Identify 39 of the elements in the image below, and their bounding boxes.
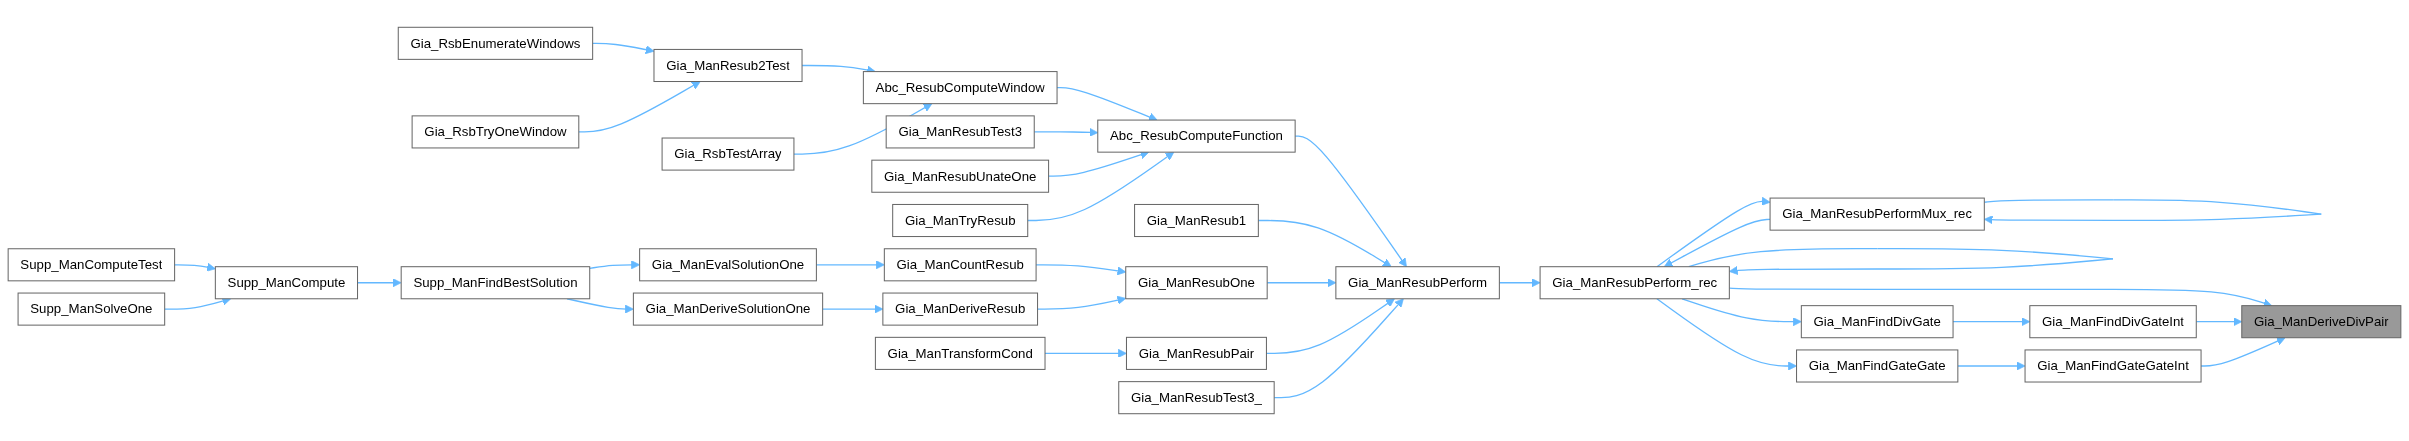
arrow xyxy=(1656,196,1771,268)
node-box: Gia_ManResubOne xyxy=(1125,266,1268,300)
node-box: Gia_ManResubTest3 xyxy=(885,115,1035,149)
node-box: Gia_ManFindDivGate xyxy=(1800,305,1954,339)
node-box: Abc_ResubComputeWindow xyxy=(862,71,1058,105)
node-box: Supp_ManCompute xyxy=(214,266,359,300)
node-box: Gia_ManResub2Test xyxy=(653,48,803,83)
node-box: Gia_ManResubUnateOne xyxy=(871,159,1050,193)
node-box: Gia_ManDeriveResub xyxy=(882,292,1039,326)
node-box: Gia_ManResubTest3_ xyxy=(1118,381,1275,415)
node-box: Gia_RsbTestArray xyxy=(661,137,795,171)
node-box: Gia_ManFindDivGateInt xyxy=(2029,305,2197,339)
arrow xyxy=(1957,361,2026,371)
node-box: Supp_ManFindBestSolution xyxy=(400,266,591,300)
node-box: Gia_ManTryResub xyxy=(892,203,1029,238)
node-box: Gia_ManFindGateGate xyxy=(1796,349,1959,383)
node-box: Supp_ManComputeTest xyxy=(7,248,176,282)
node-box: Gia_RsbEnumerateWindows xyxy=(397,26,594,60)
arrow xyxy=(592,42,655,55)
node-box: Gia_ManFindGateGateInt xyxy=(2024,349,2202,383)
node-box: Gia_ManResubPair xyxy=(1125,336,1267,370)
node-box: Gia_ManResubPerform xyxy=(1335,266,1500,300)
arrow xyxy=(1663,218,1771,268)
node-box: Gia_ManDeriveSolutionOne xyxy=(632,292,824,326)
node-box: Gia_ManDeriveDivPair xyxy=(2241,305,2402,339)
node-box: Gia_ManCountResub xyxy=(883,248,1037,282)
node-box: Gia_ManResubPerform_rec xyxy=(1539,266,1730,300)
node-box: Gia_RsbTryOneWindow xyxy=(411,115,580,149)
node-box: Gia_ManResub1 xyxy=(1134,203,1259,238)
node-box: Gia_ManTransformCond xyxy=(874,336,1046,370)
arrow xyxy=(578,81,701,133)
node-box: Abc_ResubComputeFunction xyxy=(1097,119,1296,153)
arrow xyxy=(1656,298,1797,371)
arrow xyxy=(566,298,634,314)
node-box: Gia_ManEvalSolutionOne xyxy=(639,248,817,282)
node-box: Gia_ManResubPerformMux_rec xyxy=(1769,197,1985,231)
node-box: Supp_ManSolveOne xyxy=(17,292,166,326)
arrow xyxy=(1681,298,1802,327)
arrow xyxy=(1027,151,1175,222)
